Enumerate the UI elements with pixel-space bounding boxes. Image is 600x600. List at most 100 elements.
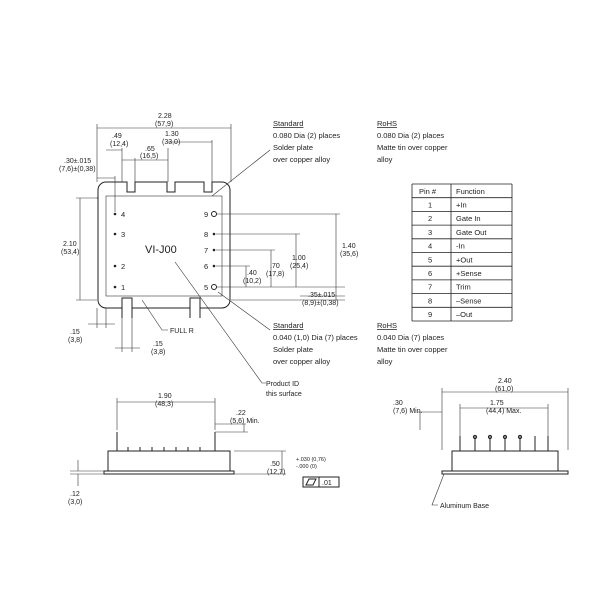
dim-d3-in: 1.30: [165, 131, 179, 138]
top-rohs-line1: 0.080 Dia (2) places: [377, 131, 444, 140]
top-standard-line1: 0.080 Dia (2) places: [273, 131, 340, 140]
dim-r2-in: 1.00: [292, 255, 306, 262]
left-pins: 4 3 2 1: [113, 210, 125, 292]
end-w-mm: (61,0): [495, 386, 513, 393]
pin-table-function: Trim: [456, 283, 471, 292]
aluminum-base-label: Aluminum Base: [440, 503, 489, 510]
end-pins: [459, 434, 549, 451]
pin-table-function: –Sense: [456, 296, 481, 305]
mid-standard-line1: 0.040 (1,0) Dia (7) places: [273, 333, 358, 342]
mid-rohs-header: RoHS: [377, 321, 397, 330]
dim-bottom-in: .15: [70, 329, 80, 336]
notes: Standard 0.080 Dia (2) places Solder pla…: [273, 119, 448, 366]
dim-r1-in: 1.40: [342, 243, 356, 250]
side-w-in: 1.90: [158, 393, 172, 400]
pin-label-4: 4: [121, 210, 125, 219]
side-pin-in: .22: [236, 410, 246, 417]
dim-r2-mm: (25,4): [290, 263, 308, 270]
dim-height-mm: (53,4): [61, 249, 79, 256]
pin-table-function: –Out: [456, 310, 473, 319]
top-rohs-line2: Matte tin over copper: [377, 143, 448, 152]
dim-bottom-mm: (3,8): [68, 337, 82, 344]
pin-label-6: 6: [204, 262, 208, 271]
mid-standard-line3: over copper alloy: [273, 357, 330, 366]
dim-width-mm: (57,9): [155, 121, 173, 128]
pin-label-8: 8: [204, 230, 208, 239]
mid-rohs-line3: alloy: [377, 357, 393, 366]
side-w-mm: (48,3): [155, 401, 173, 408]
dim-r1-mm: (35,6): [340, 251, 358, 258]
dim-d1-in: .49: [112, 133, 122, 140]
top-view: 4 3 2 1 9 8 7 6 5 VI-J00 2.28 (57,9) .49…: [59, 113, 358, 398]
pin-label-2: 2: [121, 262, 125, 271]
pin-table-function: Gate In: [456, 214, 481, 223]
dim-overall-width: [96, 124, 232, 182]
dim-height-in: 2.10: [63, 241, 77, 248]
end-pin-in: 1.75: [490, 400, 504, 407]
pin-table-pin-number: 4: [428, 242, 432, 251]
side-base-in: .12: [70, 491, 80, 498]
side-h-in: .50: [270, 461, 280, 468]
right-pins: 9 8 7 6 5: [204, 210, 217, 292]
pin-table-pin-number: 1: [428, 201, 432, 210]
side-tol-minus: -.000 (0): [296, 464, 317, 470]
top-standard-line3: over copper alloy: [273, 155, 330, 164]
dim-r5-in: .35±.015: [308, 292, 335, 299]
side-h-mm: (12,7): [267, 469, 285, 476]
pin-table-header-function: Function: [456, 187, 485, 196]
top-rohs-header: RoHS: [377, 119, 397, 128]
pin-table-pin-number: 3: [428, 228, 432, 237]
side-pin-mm: (5,6) Min.: [230, 418, 260, 425]
dim-d3-mm: (33,0): [162, 139, 180, 146]
dim-d2-in: .65: [145, 146, 155, 153]
dim-bottom2-mm: (3,8): [151, 349, 165, 356]
dim-left-in: .30±.015: [64, 158, 91, 165]
pin-table-function: -In: [456, 242, 465, 251]
pin-table-pin-number: 9: [428, 310, 432, 319]
mounting-slots: [121, 308, 201, 318]
end-left-mm: (7,6) Min.: [393, 408, 423, 415]
mid-standard-line2: Solder plate: [273, 345, 313, 354]
side-tol-plus: +.030 (0,76): [296, 457, 326, 463]
pin-table-pin-number: 8: [428, 296, 432, 305]
pin-table-pin-number: 6: [428, 269, 432, 278]
dim-r4-mm: (10,2): [243, 278, 261, 285]
pin-label-1: 1: [121, 283, 125, 292]
pin-label-7: 7: [204, 246, 208, 255]
top-rohs-line3: alloy: [377, 155, 393, 164]
dim-d2-mm: (16,5): [140, 153, 158, 160]
product-id-line2: this surface: [266, 391, 302, 398]
dim-r4-in: .40: [247, 270, 257, 277]
pin-table-pin-number: 7: [428, 283, 432, 292]
dim-r5-mm: (8,9)±(0,38): [302, 300, 339, 307]
pin-function-table: Pin # Function 1 +In 2 Gate In 3 Gate Out 4 -In 5 +…: [411, 183, 513, 322]
side-body: [107, 450, 231, 472]
pin-label-5: 5: [204, 283, 208, 292]
end-left-in: .30: [393, 400, 403, 407]
top-standard-line2: Solder plate: [273, 143, 313, 152]
mid-standard-header: Standard: [273, 321, 303, 330]
flatness-icon: [305, 478, 317, 486]
side-flat: .01: [322, 480, 332, 487]
dim-r3-mm: (17,8): [266, 271, 284, 278]
dim-d1-mm: (12,4): [110, 141, 128, 148]
end-body: [451, 450, 559, 472]
pin-table-header-pin: Pin #: [419, 187, 437, 196]
dim-left-mm: (7,6)±(0,38): [59, 166, 96, 173]
mid-rohs-line1: 0.040 Dia (7) places: [377, 333, 444, 342]
end-view: 2.40 (61,0) 1.75 (44,4) Max. .30 (7,6) M…: [393, 378, 569, 510]
end-pin-mm: (44,4) Max.: [486, 408, 521, 415]
pin-table-pin-number: 5: [428, 255, 432, 264]
pin-table-pin-number: 2: [428, 214, 432, 223]
top-standard-header: Standard: [273, 119, 303, 128]
pin-label-9: 9: [204, 210, 208, 219]
pin-table-function: +Out: [456, 255, 473, 264]
pin-label-3: 3: [121, 230, 125, 239]
dim-overall-height: [76, 197, 97, 301]
pin-table-function: Gate Out: [456, 228, 487, 237]
full-r-label: FULL R: [170, 328, 194, 335]
dim-width-in: 2.28: [158, 113, 172, 120]
dim-bottom2-in: .15: [153, 341, 163, 348]
pin-table-function: +In: [456, 201, 467, 210]
side-base-mm: (3,0): [68, 499, 82, 506]
